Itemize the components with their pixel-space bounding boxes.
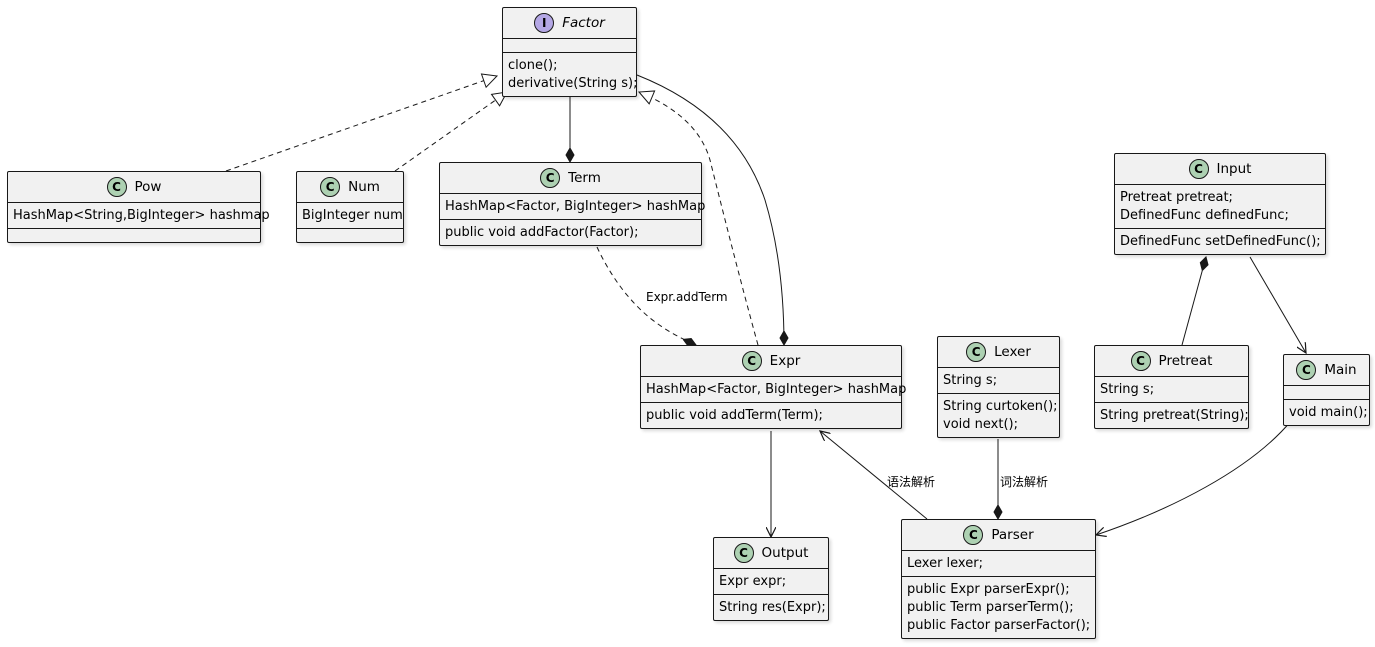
class-badge-icon: C [1188, 159, 1209, 179]
class-name: Output [761, 545, 809, 561]
field: HashMap<Factor, BigInteger> hashMap [445, 199, 706, 214]
method: public void addFactor(Factor); [445, 225, 639, 240]
method: clone(); [508, 58, 558, 73]
edge-input-main [1249, 256, 1306, 353]
class-methods: String curtoken(); void next(); [938, 393, 1059, 437]
class-fields: Pretreat pretreat; DefinedFunc definedFu… [1115, 184, 1325, 228]
class-methods: public Expr parserExpr(); public Term pa… [902, 576, 1095, 638]
class-methods: String pretreat(String); [1095, 402, 1249, 428]
method: derivative(String s); [508, 76, 638, 91]
class-name: Pretreat [1158, 353, 1213, 369]
field: String s; [943, 373, 998, 388]
method: void next(); [943, 417, 1018, 432]
class-term[interactable]: C Term HashMap<Factor, BigInteger> hashMa… [439, 162, 706, 246]
class-fields: HashMap<Factor, BigInteger> hashMap [440, 193, 706, 219]
class-methods: clone(); derivative(String s); [503, 52, 638, 96]
class-badge-icon: C [1296, 360, 1317, 380]
class-fields [503, 38, 636, 52]
edge-label-lexical-parse: 词法解析 [1000, 475, 1049, 489]
class-parser[interactable]: C Parser Lexer lexer; public Expr parserE… [901, 519, 1096, 639]
class-badge-icon: C [733, 543, 754, 563]
edge-main-parser [1096, 420, 1292, 535]
class-factor[interactable]: I Factor clone(); derivative(String s); [502, 7, 638, 97]
class-methods [297, 228, 403, 242]
method: public Expr parserExpr(); [907, 582, 1070, 597]
method: public void addTerm(Term); [646, 408, 823, 423]
class-fields [1284, 385, 1369, 399]
class-name: Lexer [994, 344, 1031, 360]
class-fields: HashMap<Factor, BigInteger> hashMap [641, 376, 907, 402]
class-methods: String res(Expr); [714, 594, 828, 620]
edge-label-expr-addterm: Expr.addTerm [646, 290, 728, 304]
class-fields: HashMap<String,BigInteger> hashmap [8, 202, 270, 228]
method: public Term parserTerm(); [907, 600, 1074, 615]
edge-num-factor [394, 91, 508, 172]
edge-parser-expr [820, 431, 928, 520]
field: HashMap<String,BigInteger> hashmap [13, 208, 270, 223]
field: DefinedFunc definedFunc; [1120, 208, 1289, 223]
class-input[interactable]: C Input Pretreat pretreat; DefinedFunc de… [1114, 153, 1326, 255]
class-name: Num [348, 179, 380, 195]
edge-label-syntax-parse: 语法解析 [887, 475, 936, 489]
class-lexer[interactable]: C Lexer String s; String curtoken(); void… [937, 336, 1060, 438]
class-name: Parser [991, 527, 1034, 543]
class-expr[interactable]: C Expr HashMap<Factor, BigInteger> hashMa… [640, 345, 907, 429]
class-name: Pow [134, 179, 162, 195]
field: Lexer lexer; [907, 556, 983, 571]
class-badge-icon: C [963, 525, 984, 545]
edge-expr-factor [637, 90, 759, 346]
field: HashMap<Factor, BigInteger> hashMap [646, 382, 907, 397]
class-fields: BigInteger num [297, 202, 403, 228]
class-methods: DefinedFunc setDefinedFunc(); [1115, 228, 1325, 254]
class-output[interactable]: C Output Expr expr; String res(Expr); [713, 537, 829, 621]
method: String curtoken(); [943, 399, 1058, 414]
edge-pow-factor [225, 73, 499, 172]
class-badge-icon: C [966, 342, 987, 362]
class-fields: Expr expr; [714, 568, 828, 594]
method: DefinedFunc setDefinedFunc(); [1120, 234, 1321, 249]
class-fields: String s; [938, 367, 1059, 393]
class-methods [8, 228, 260, 242]
class-badge-icon: C [106, 177, 127, 197]
method: public Factor parserFactor(); [907, 618, 1091, 633]
class-name: Term [568, 170, 601, 186]
class-pow[interactable]: C Pow HashMap<String,BigInteger> hashmap [7, 171, 270, 243]
class-name: Factor [562, 15, 605, 31]
class-num[interactable]: C Num BigInteger num [296, 171, 404, 243]
class-fields: String s; [1095, 376, 1248, 402]
edge-factor-expr [636, 74, 784, 345]
field: Pretreat pretreat; [1120, 190, 1233, 205]
class-name: Input [1216, 161, 1252, 177]
class-name: Expr [769, 353, 801, 369]
class-methods: public void addTerm(Term); [641, 402, 901, 428]
class-pretreat[interactable]: C Pretreat String s; String pretreat(Stri… [1094, 345, 1249, 429]
class-badge-icon: C [741, 351, 762, 371]
interface-badge-icon: I [534, 13, 555, 33]
class-main[interactable]: C Main void main(); [1283, 354, 1370, 426]
class-fields: Lexer lexer; [902, 550, 1095, 576]
edge-pretreat-input [1181, 257, 1206, 346]
class-badge-icon: C [540, 168, 561, 188]
class-methods: void main(); [1284, 399, 1369, 425]
class-badge-icon: C [1130, 351, 1151, 371]
field: String s; [1100, 382, 1155, 397]
class-name: Main [1324, 362, 1357, 378]
field: BigInteger num [302, 208, 403, 223]
class-methods: public void addFactor(Factor); [440, 219, 701, 245]
method: void main(); [1289, 405, 1368, 420]
class-badge-icon: C [320, 177, 341, 197]
method: String pretreat(String); [1100, 408, 1249, 423]
method: String res(Expr); [719, 600, 826, 615]
field: Expr expr; [719, 574, 787, 589]
